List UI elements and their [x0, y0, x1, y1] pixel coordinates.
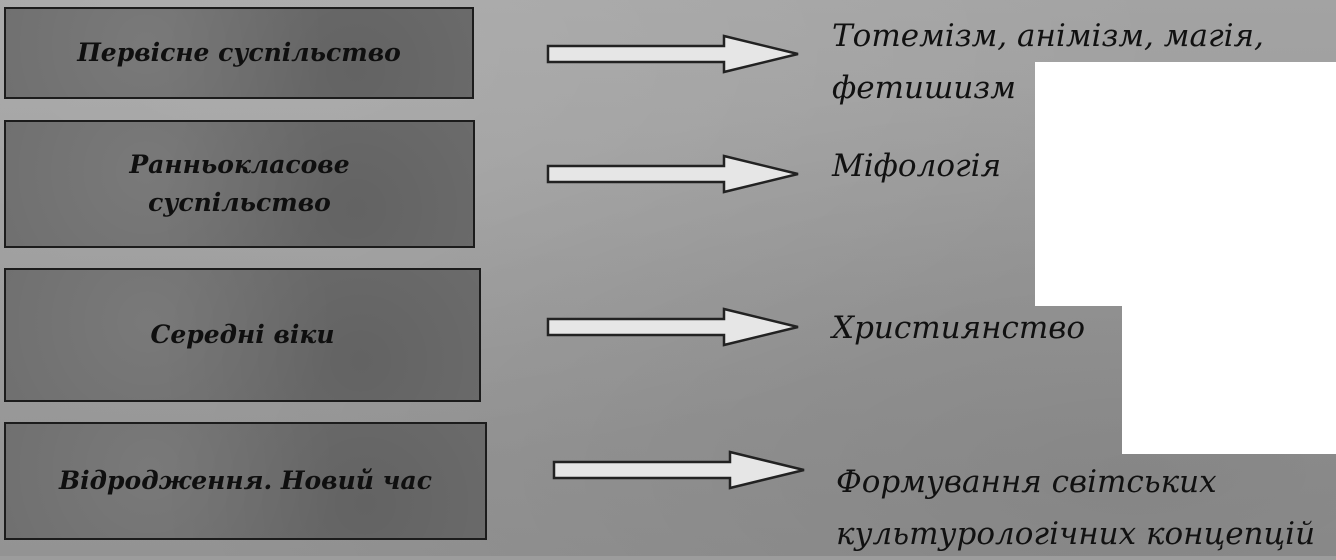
right-arrow-icon — [552, 450, 805, 490]
right-arrow-icon — [546, 34, 799, 74]
era-box-early-class-society: Ранньокласове суспільство — [4, 120, 475, 248]
outcome-secular-cultural-concepts: Формування світських культурологічних ко… — [836, 464, 1316, 552]
era-box-middle-ages: Середні віки — [4, 268, 481, 402]
era-box-renaissance-modern-time: Відродження. Новий час — [4, 422, 487, 540]
outcome-totemism-animism-magic-fetishism: Тотемізм, анімізм, магія, фетишизм — [832, 18, 1264, 106]
right-arrow-icon — [546, 154, 799, 194]
blank-patch-lower — [1122, 306, 1336, 454]
outcome-mythology: Міфологія — [832, 148, 1002, 184]
outcome-christianity: Християнство — [832, 310, 1086, 346]
era-label-renaissance-modern-time: Відродження. Новий час — [59, 466, 432, 495]
era-label-early-class-society: Ранньокласове суспільство — [129, 150, 350, 217]
era-label-primitive-society: Первісне суспільство — [77, 38, 401, 67]
blank-patch-upper — [1035, 62, 1336, 306]
right-arrow-icon — [546, 307, 799, 347]
era-box-primitive-society: Первісне суспільство — [4, 7, 474, 99]
era-label-middle-ages: Середні віки — [150, 320, 335, 349]
